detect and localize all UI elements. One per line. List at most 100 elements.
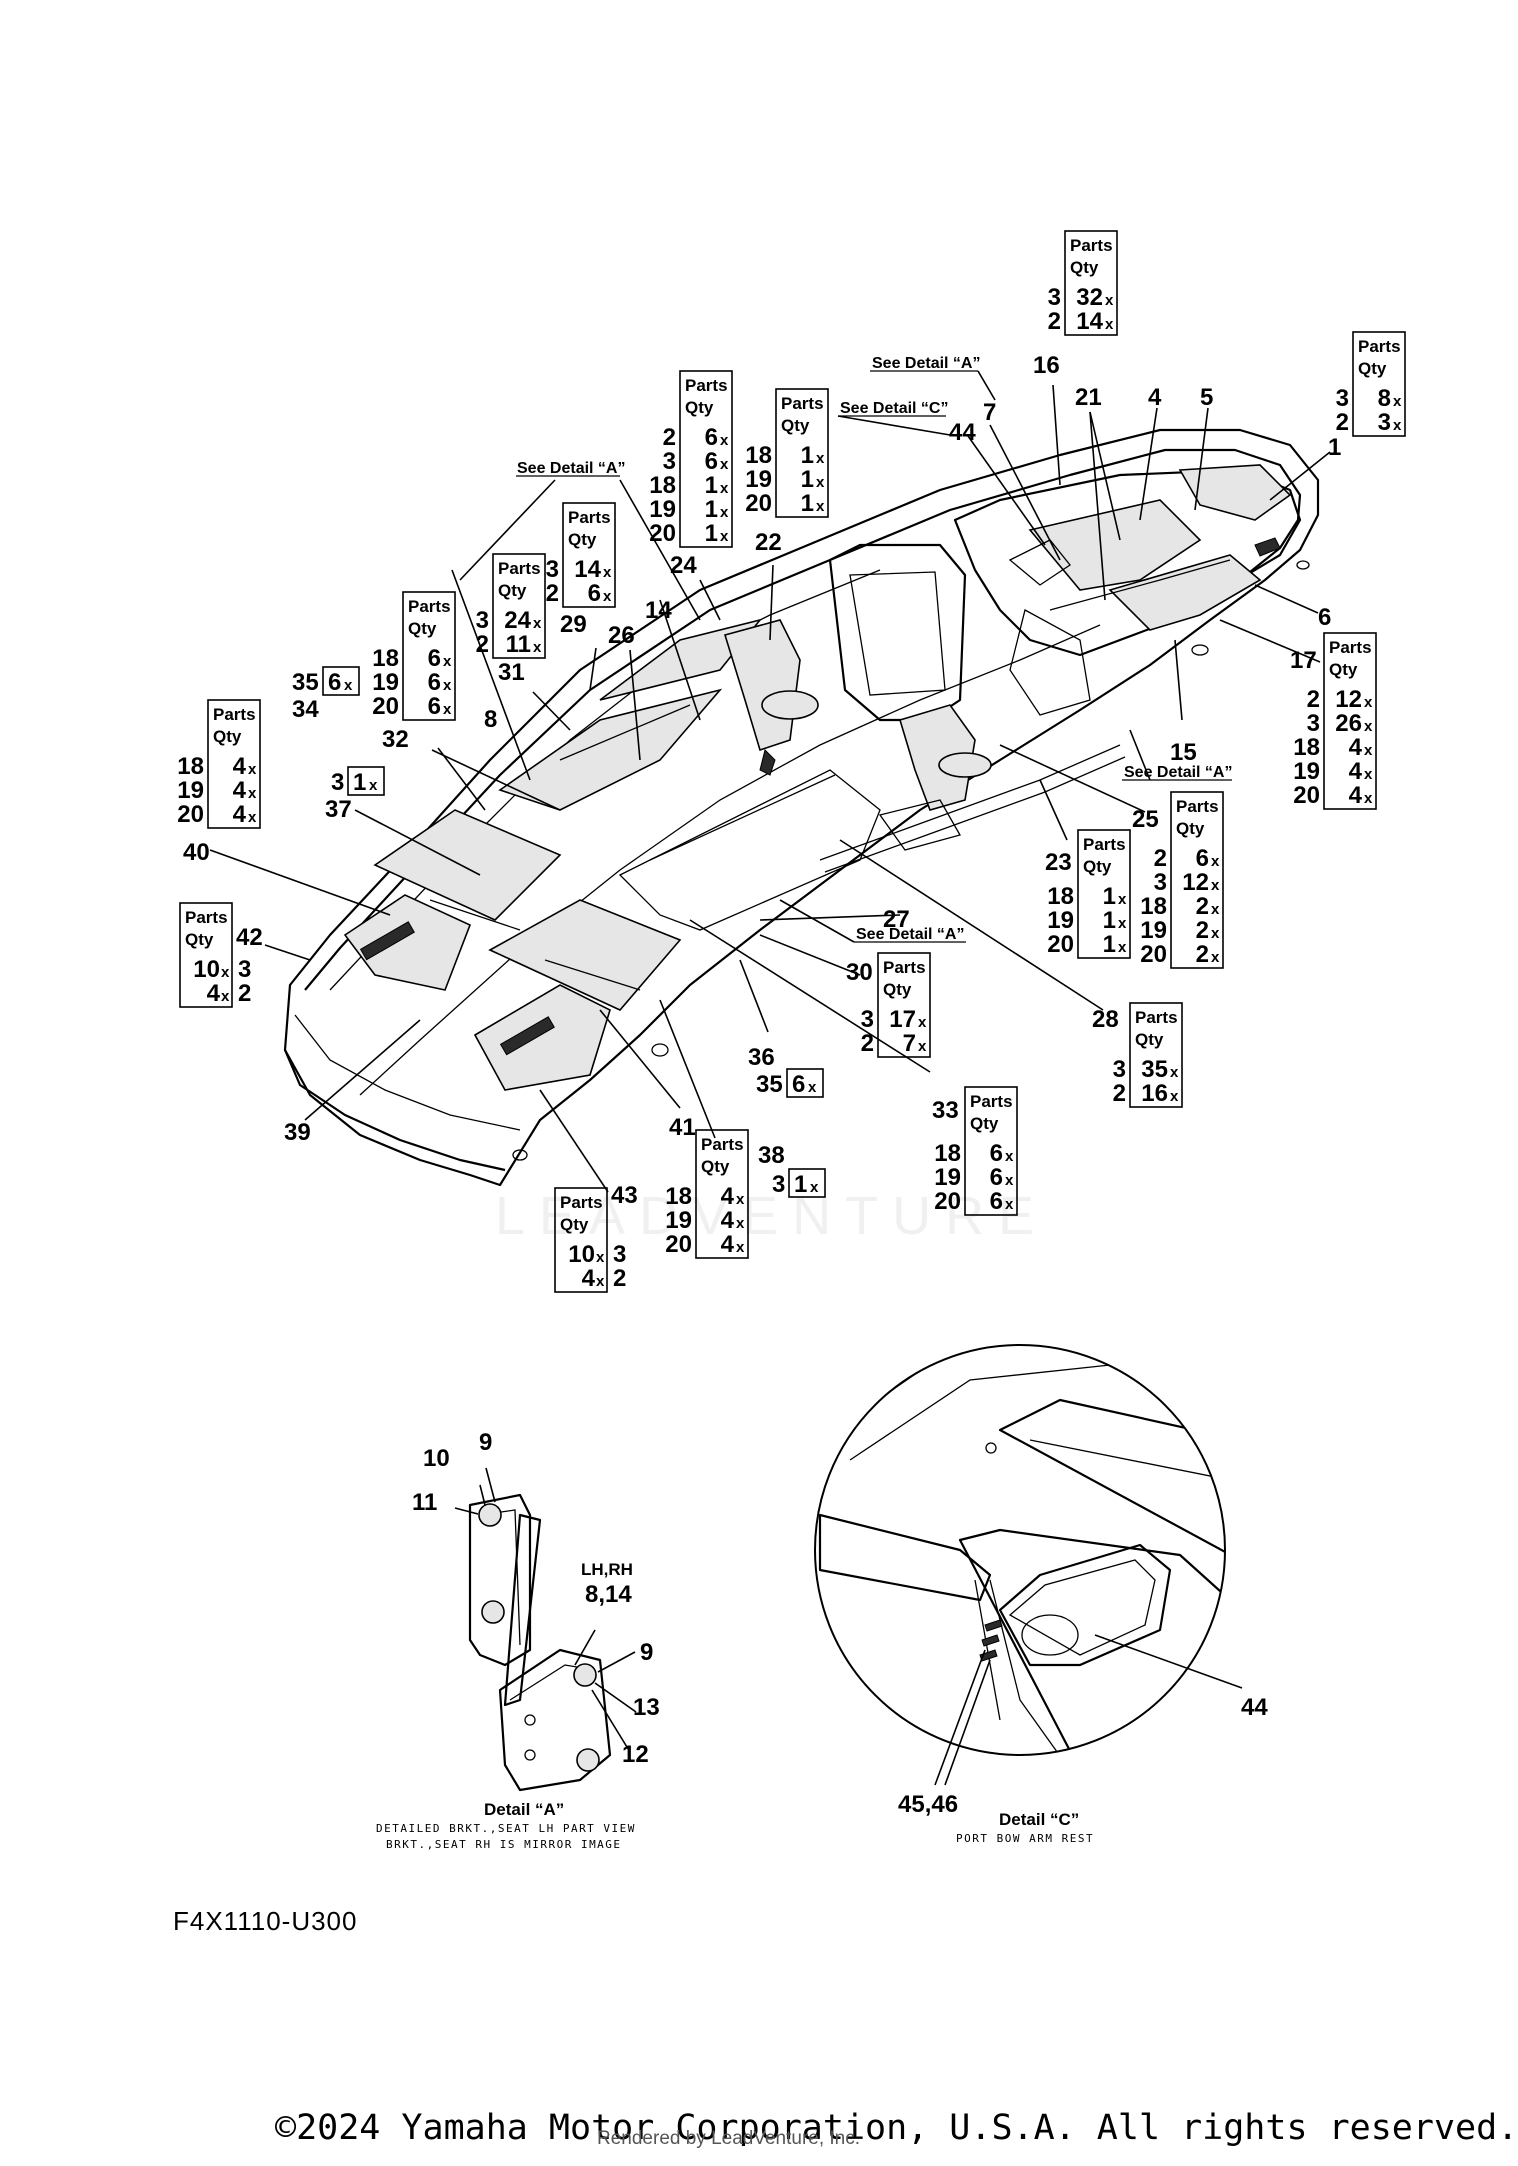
- svg-text:3: 3: [1378, 409, 1391, 436]
- callout-36: 36: [748, 1044, 775, 1071]
- callout-32: 32: [382, 726, 409, 753]
- detail-a-callout-9b: 9: [640, 1639, 653, 1666]
- svg-text:18: 18: [1140, 893, 1167, 920]
- svg-text:8: 8: [1378, 385, 1391, 412]
- qty-header: Qty: [970, 1114, 999, 1133]
- svg-text:x: x: [221, 964, 230, 981]
- svg-text:2: 2: [546, 580, 559, 607]
- svg-text:3: 3: [1113, 1056, 1126, 1083]
- svg-text:2: 2: [476, 631, 489, 658]
- svg-text:x: x: [1118, 939, 1127, 956]
- svg-text:x: x: [1211, 901, 1220, 918]
- parts-header: Parts: [1070, 236, 1113, 255]
- svg-text:1: 1: [705, 520, 718, 547]
- svg-text:x: x: [720, 480, 729, 497]
- svg-text:x: x: [1170, 1088, 1179, 1105]
- callout-30: 30: [846, 959, 873, 986]
- inline-qty-boxes: 35 6 x 3 1 x 35 6 x 3 1 x: [292, 666, 826, 1198]
- svg-text:x: x: [736, 1191, 745, 1208]
- svg-text:x: x: [808, 1079, 817, 1096]
- svg-text:1: 1: [1103, 883, 1116, 910]
- svg-text:4: 4: [582, 1265, 596, 1292]
- svg-text:x: x: [1105, 292, 1114, 309]
- svg-text:19: 19: [372, 669, 399, 696]
- svg-text:18: 18: [934, 1140, 961, 1167]
- parts-header: Parts: [883, 958, 926, 977]
- svg-text:18: 18: [649, 472, 676, 499]
- inline-qty-3-b: 3 1 x: [772, 1168, 826, 1198]
- svg-text:14: 14: [1076, 308, 1103, 335]
- callout-24: 24: [670, 552, 697, 579]
- svg-text:3: 3: [613, 1241, 626, 1268]
- svg-text:20: 20: [1293, 782, 1320, 809]
- detail-a-subtitle-2: BRKT.,SEAT RH IS MIRROR IMAGE: [386, 1838, 622, 1851]
- svg-text:24: 24: [504, 607, 531, 634]
- svg-text:x: x: [1005, 1148, 1014, 1165]
- qty-header: Qty: [1329, 660, 1358, 679]
- detail-a-callout-8-14: 8,14: [585, 1581, 632, 1608]
- svg-text:x: x: [816, 450, 825, 467]
- watermark-text: LEADVENTURE: [495, 1186, 1049, 1246]
- svg-text:2: 2: [1196, 941, 1209, 968]
- parts-header: Parts: [701, 1135, 744, 1154]
- svg-text:x: x: [596, 1249, 605, 1266]
- svg-text:6: 6: [705, 424, 718, 451]
- svg-text:19: 19: [177, 777, 204, 804]
- detail-a-callout-11: 11: [412, 1489, 437, 1516]
- parts-header: Parts: [1358, 337, 1401, 356]
- svg-text:1: 1: [705, 472, 718, 499]
- svg-text:19: 19: [649, 496, 676, 523]
- svg-text:2: 2: [1336, 409, 1349, 436]
- parts-header: Parts: [970, 1092, 1013, 1111]
- svg-text:x: x: [720, 504, 729, 521]
- svg-text:x: x: [1105, 316, 1114, 333]
- svg-text:3: 3: [1336, 385, 1349, 412]
- svg-text:2: 2: [1048, 308, 1061, 335]
- svg-text:x: x: [1393, 417, 1402, 434]
- svg-text:1: 1: [705, 496, 718, 523]
- svg-text:6: 6: [428, 645, 441, 672]
- qty-header: Qty: [883, 980, 912, 999]
- svg-text:2: 2: [238, 980, 251, 1007]
- svg-text:18: 18: [665, 1183, 692, 1210]
- detail-a-callout-10: 10: [423, 1445, 450, 1472]
- parts-header: Parts: [1329, 638, 1372, 657]
- svg-text:x: x: [720, 456, 729, 473]
- callout-17: 17: [1290, 647, 1317, 674]
- svg-text:4: 4: [1349, 758, 1363, 785]
- svg-text:18: 18: [1293, 734, 1320, 761]
- svg-text:x: x: [816, 498, 825, 515]
- svg-text:19: 19: [665, 1207, 692, 1234]
- inline-qty-35-b: 35 6 x: [756, 1068, 824, 1098]
- svg-text:x: x: [720, 528, 729, 545]
- figure-code: F4X1110-U300: [173, 1906, 358, 1936]
- parts-header: Parts: [213, 705, 256, 724]
- svg-text:4: 4: [233, 753, 247, 780]
- svg-text:x: x: [1211, 877, 1220, 894]
- callout-39: 39: [284, 1119, 311, 1146]
- svg-text:12: 12: [1335, 686, 1362, 713]
- leader-lines: [209, 370, 1331, 1193]
